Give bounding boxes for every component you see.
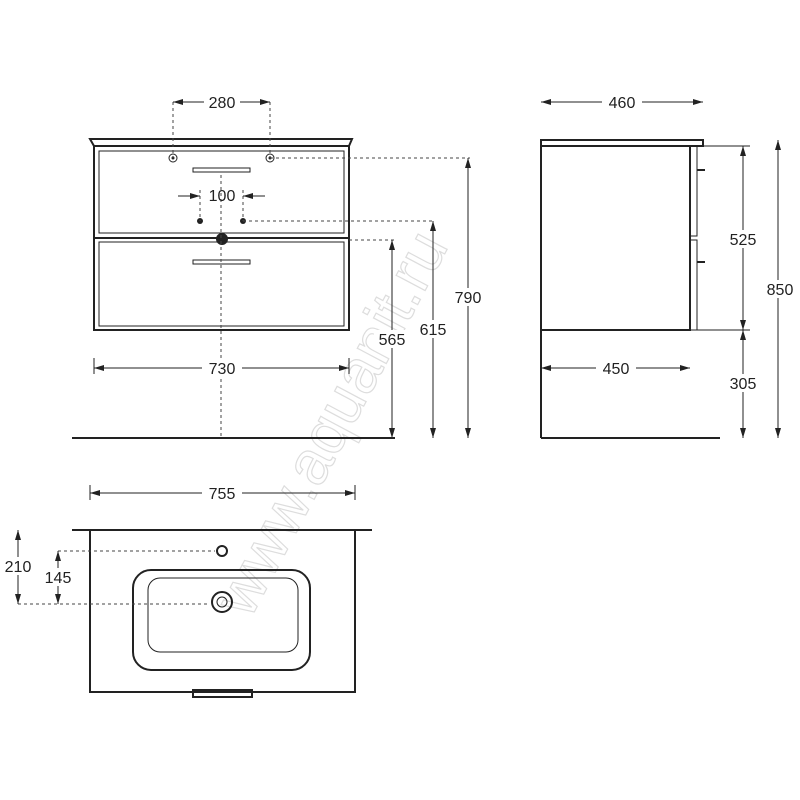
dim-floor-clearance: 305	[730, 376, 757, 393]
dim-waste-height: 615	[420, 322, 447, 339]
dim-tap-spacing: 280	[209, 95, 236, 112]
drawer-handle-upper	[192, 167, 251, 173]
dim-top-depth: 460	[609, 95, 636, 112]
dim-body-width: 730	[209, 361, 236, 378]
dim-tap-to-drain: 145	[45, 570, 72, 587]
dim-basin-width: 755	[209, 486, 236, 503]
dim-drawer-height: 565	[379, 332, 406, 349]
dim-drain-offset: 210	[5, 559, 32, 576]
dim-body-height: 525	[730, 232, 757, 249]
dim-total-height: 850	[767, 282, 794, 299]
front-view: 280 100 730 565 615 790	[72, 92, 486, 439]
watermark: www.aquanit.ru	[201, 220, 461, 628]
top-view: 755 210 145	[0, 483, 372, 698]
dim-body-depth: 450	[603, 361, 630, 378]
dim-waste-spacing: 100	[209, 188, 236, 205]
dim-top-height: 790	[455, 290, 482, 307]
side-view: 460 450 525 305 850	[540, 92, 798, 439]
